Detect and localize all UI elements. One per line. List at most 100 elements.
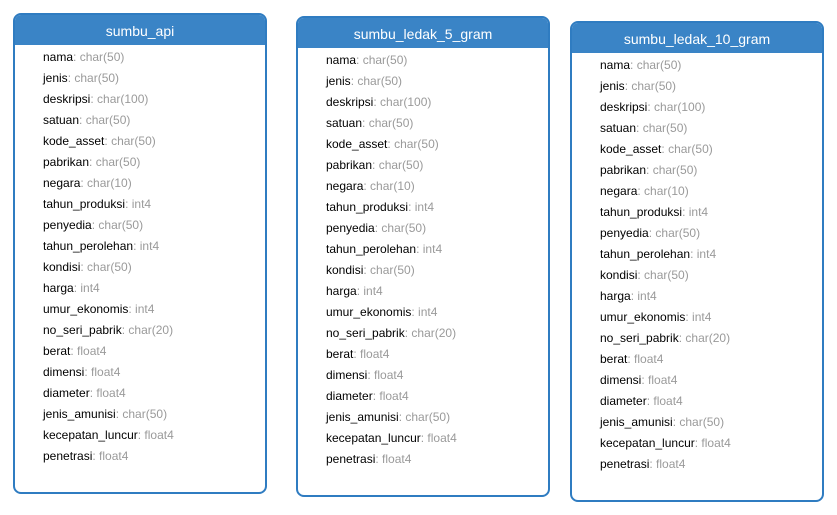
field-name: kode_asset (600, 142, 662, 156)
field-row[interactable]: no_seri_pabrik: char(20) (326, 323, 548, 344)
field-separator: : (682, 205, 689, 219)
field-row[interactable]: berat: float4 (600, 349, 822, 370)
field-row[interactable]: penetrasi: float4 (43, 446, 265, 467)
field-name: penetrasi (326, 452, 376, 466)
field-row[interactable]: dimensi: float4 (43, 362, 265, 383)
field-name: no_seri_pabrik (600, 331, 679, 345)
field-row[interactable]: umur_ekonomis: int4 (600, 307, 822, 328)
field-row[interactable]: penetrasi: float4 (326, 449, 548, 470)
field-type: float4 (653, 394, 683, 408)
field-row[interactable]: dimensi: float4 (600, 370, 822, 391)
field-row[interactable]: nama: char(50) (600, 55, 822, 76)
field-name: berat (43, 344, 71, 358)
field-row[interactable]: deskripsi: char(100) (600, 97, 822, 118)
field-row[interactable]: kondisi: char(50) (43, 257, 265, 278)
field-name: umur_ekonomis (600, 310, 686, 324)
field-row[interactable]: pabrikan: char(50) (43, 152, 265, 173)
field-row[interactable]: kondisi: char(50) (600, 265, 822, 286)
field-row[interactable]: tahun_produksi: int4 (600, 202, 822, 223)
field-name: no_seri_pabrik (326, 326, 405, 340)
field-row[interactable]: kecepatan_luncur: float4 (326, 428, 548, 449)
field-row[interactable]: berat: float4 (43, 341, 265, 362)
field-type: char(50) (631, 79, 677, 93)
field-type: char(10) (644, 184, 689, 198)
field-name: penyedia (326, 221, 375, 235)
field-row[interactable]: jenis: char(50) (326, 71, 548, 92)
field-type: float4 (701, 436, 731, 450)
field-row[interactable]: tahun_perolehan: int4 (326, 239, 548, 260)
field-name: kondisi (600, 268, 638, 282)
field-row[interactable]: satuan: char(50) (43, 110, 265, 131)
field-separator: : (115, 407, 123, 421)
field-separator: : (694, 436, 702, 450)
field-row[interactable]: harga: int4 (326, 281, 548, 302)
field-type: int4 (414, 200, 435, 214)
field-row[interactable]: negara: char(10) (43, 173, 265, 194)
field-row[interactable]: deskripsi: char(100) (326, 92, 548, 113)
field-row[interactable]: negara: char(10) (326, 176, 548, 197)
field-row[interactable]: tahun_perolehan: int4 (600, 244, 822, 265)
field-row[interactable]: berat: float4 (326, 344, 548, 365)
field-row[interactable]: kondisi: char(50) (326, 260, 548, 281)
field-row[interactable]: kode_asset: char(50) (600, 139, 822, 160)
field-row[interactable]: diameter: float4 (326, 386, 548, 407)
field-row[interactable]: satuan: char(50) (326, 113, 548, 134)
field-row[interactable]: negara: char(10) (600, 181, 822, 202)
field-row[interactable]: jenis: char(50) (43, 68, 265, 89)
field-type: float4 (91, 365, 121, 379)
field-separator: : (408, 200, 415, 214)
field-name: negara (43, 176, 81, 190)
field-row[interactable]: penetrasi: float4 (600, 454, 822, 475)
field-row[interactable]: dimensi: float4 (326, 365, 548, 386)
field-row[interactable]: kecepatan_luncur: float4 (600, 433, 822, 454)
field-row[interactable]: tahun_perolehan: int4 (43, 236, 265, 257)
field-row[interactable]: jenis_amunisi: char(50) (600, 412, 822, 433)
field-row[interactable]: pabrikan: char(50) (600, 160, 822, 181)
field-row[interactable]: kode_asset: char(50) (43, 131, 265, 152)
field-row[interactable]: kode_asset: char(50) (326, 134, 548, 155)
field-separator: : (685, 310, 693, 324)
field-row[interactable]: satuan: char(50) (600, 118, 822, 139)
field-row[interactable]: umur_ekonomis: int4 (43, 299, 265, 320)
field-row[interactable]: harga: int4 (43, 278, 265, 299)
field-row[interactable]: kecepatan_luncur: float4 (43, 425, 265, 446)
field-name: harga (600, 289, 631, 303)
field-row[interactable]: penyedia: char(50) (600, 223, 822, 244)
field-name: kecepatan_luncur (600, 436, 695, 450)
field-row[interactable]: deskripsi: char(100) (43, 89, 265, 110)
field-row[interactable]: pabrikan: char(50) (326, 155, 548, 176)
field-row[interactable]: jenis: char(50) (600, 76, 822, 97)
field-row[interactable]: harga: int4 (600, 286, 822, 307)
field-separator: : (73, 50, 80, 64)
field-row[interactable]: nama: char(50) (326, 50, 548, 71)
table-title: sumbu_api (15, 15, 265, 45)
field-row[interactable]: diameter: float4 (43, 383, 265, 404)
field-type: char(50) (378, 158, 424, 172)
field-type: char(50) (679, 415, 725, 429)
table-sumbu-ledak-10-gram[interactable]: sumbu_ledak_10_gram nama: char(50)jenis:… (570, 21, 824, 502)
field-type: char(50) (405, 410, 451, 424)
field-row[interactable]: jenis_amunisi: char(50) (326, 407, 548, 428)
field-type: char(20) (685, 331, 731, 345)
table-sumbu-api[interactable]: sumbu_api nama: char(50)jenis: char(50)d… (13, 13, 267, 494)
table-sumbu-ledak-5-gram[interactable]: sumbu_ledak_5_gram nama: char(50)jenis: … (296, 16, 550, 497)
field-separator: : (67, 71, 75, 85)
field-row[interactable]: no_seri_pabrik: char(20) (43, 320, 265, 341)
field-row[interactable]: tahun_produksi: int4 (326, 197, 548, 218)
field-name: harga (326, 284, 357, 298)
field-separator: : (92, 449, 100, 463)
field-row[interactable]: umur_ekonomis: int4 (326, 302, 548, 323)
field-separator: : (420, 431, 428, 445)
field-row[interactable]: nama: char(50) (43, 47, 265, 68)
field-row[interactable]: penyedia: char(50) (326, 218, 548, 239)
field-type: char(50) (111, 134, 156, 148)
field-row[interactable]: penyedia: char(50) (43, 215, 265, 236)
field-separator: : (80, 260, 88, 274)
field-row[interactable]: jenis_amunisi: char(50) (43, 404, 265, 425)
field-row[interactable]: tahun_produksi: int4 (43, 194, 265, 215)
field-list: nama: char(50)jenis: char(50)deskripsi: … (15, 45, 265, 467)
field-name: jenis_amunisi (326, 410, 399, 424)
field-row[interactable]: no_seri_pabrik: char(20) (600, 328, 822, 349)
field-row[interactable]: diameter: float4 (600, 391, 822, 412)
field-separator: : (89, 386, 97, 400)
